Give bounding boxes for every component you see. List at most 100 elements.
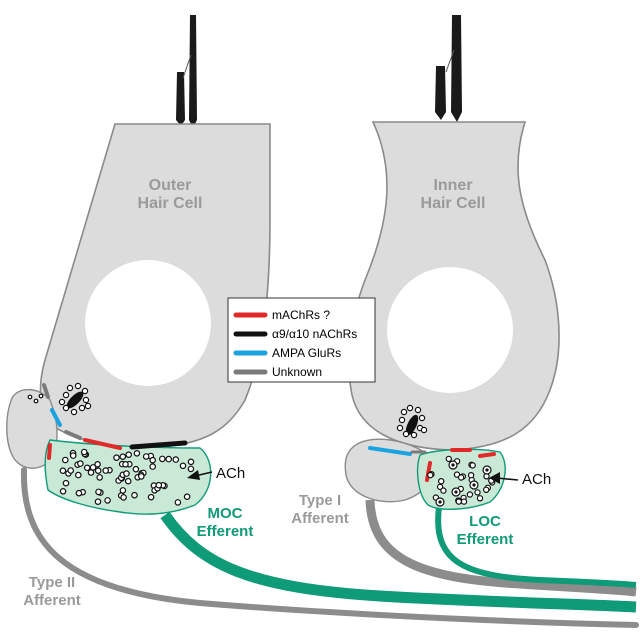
inner-hair-cell-label-line2: Hair Cell <box>421 195 486 212</box>
ihc-ribbon-vesicle <box>410 431 418 439</box>
loc-vesicle <box>457 474 465 481</box>
ohc-ribbon-vesicle <box>74 382 82 390</box>
ihc-ribbon-vesicle <box>406 404 414 412</box>
moc-vesicle <box>75 471 82 479</box>
moc-vesicle <box>89 464 97 471</box>
loc-dense-core-vesicle-core <box>438 500 442 504</box>
ihc-ribbon-vesicle <box>398 416 406 424</box>
moc-label-line2: Efferent <box>197 523 254 540</box>
moc-vesicle <box>75 489 83 497</box>
inner-hair-cell-label-line1: Inner <box>433 177 472 194</box>
loc-vesicle <box>476 495 484 502</box>
legend-label-1: α9/α10 nAChRs <box>272 327 357 341</box>
ihc-ribbon-vesicle <box>402 430 410 438</box>
legend-label-2: AMPA GluRs <box>272 346 341 360</box>
moc-vesicle <box>142 453 150 460</box>
afferent-vesicle <box>33 398 39 404</box>
moc-vesicle <box>119 453 127 461</box>
loc-vesicle <box>445 455 452 463</box>
moc-vesicle <box>172 456 180 463</box>
inner-hair-cell-stereocilia <box>435 15 462 122</box>
ihc-synaptic-ribbon <box>405 414 419 436</box>
moc-vesicle <box>187 458 195 466</box>
moc-vesicle <box>62 456 69 464</box>
ohc-ribbon-vesicle <box>58 398 66 406</box>
moc-vesicle <box>122 460 129 468</box>
ohc-ribbon-vesicle <box>82 396 90 404</box>
moc-vesicle <box>123 470 130 477</box>
vesicles <box>27 382 496 507</box>
moc-vesicle <box>183 493 191 501</box>
loc-vesicle <box>453 471 461 478</box>
type-i-afferent-fiber <box>365 499 637 597</box>
moc-vesicle <box>155 481 163 489</box>
ohc-ampa-marker <box>50 408 62 427</box>
outer-hair-cell-label-line2: Hair Cell <box>138 195 203 212</box>
moc-vesicle <box>94 467 102 475</box>
fibers <box>20 467 639 628</box>
moc-vesicle <box>174 499 182 506</box>
moc-vesicle <box>149 463 157 470</box>
loc-vesicle <box>438 478 445 485</box>
moc-vesicle <box>125 451 133 459</box>
moc-vesicle <box>67 467 75 474</box>
ach-arrow-right <box>489 472 519 484</box>
moc-vesicle <box>59 487 67 495</box>
moc-vesicle <box>113 454 120 462</box>
moc-vesicle <box>138 473 145 480</box>
loc-vesicle <box>483 486 490 493</box>
inner-hair-cell-nucleus <box>387 267 513 393</box>
ihc-ribbon-vesicle <box>418 414 426 422</box>
ihc-ampa-marker <box>368 446 412 456</box>
loc-dense-core-vesicle-core <box>451 463 455 467</box>
moc-vesicle <box>94 460 101 468</box>
moc-vesicle <box>131 491 138 499</box>
loc-efferent-fiber <box>435 499 637 588</box>
moc-vesicle <box>80 448 88 456</box>
outer-receptor-markers <box>42 383 188 460</box>
type-ii-afferent-fiber <box>20 467 639 628</box>
moc-vesicle <box>69 452 77 459</box>
ohc-ribbon-vesicle <box>62 404 70 412</box>
ohc-unknown-marker <box>42 383 50 399</box>
moc-vesicle <box>159 455 166 463</box>
moc-vesicle <box>62 479 70 487</box>
moc-vesicle <box>59 467 67 475</box>
loc-label-line2: Efferent <box>457 531 514 548</box>
outer-hair-cell-label-line1: Outer <box>149 177 192 194</box>
ach-label-right: ACh <box>522 471 551 488</box>
loc-dense-core-vesicle-core <box>454 490 458 494</box>
moc-vesicle <box>133 449 141 457</box>
moc-vesicle <box>83 464 91 472</box>
loc-vesicle <box>460 498 468 505</box>
loc-dense-core-vesicle-core <box>472 483 476 487</box>
moc-vesicle <box>120 494 127 501</box>
loc-vesicle <box>466 491 474 498</box>
moc-vesicle <box>119 487 127 494</box>
loc-vesicle <box>469 462 476 469</box>
outer-hair-cell-nucleus <box>85 260 211 386</box>
moc-vesicle <box>149 456 157 464</box>
ihc-ribbon-vesicle <box>400 408 408 416</box>
ohc-unknown-marker-2 <box>64 430 82 440</box>
legend-box <box>227 297 376 383</box>
ohc-ribbon-vesicle <box>84 402 92 410</box>
afferent-vesicle <box>38 393 44 399</box>
ihc-ribbon-vesicle <box>396 424 404 432</box>
legend-label-0: mAChRs ? <box>272 308 330 322</box>
afferent-vesicle <box>27 394 33 400</box>
moc-vesicle <box>132 465 140 473</box>
moc-vesicle <box>165 455 173 463</box>
ihc-ribbon-vesicle <box>414 406 422 414</box>
outer-hair-cell-stereocilia <box>176 15 197 128</box>
type-ii-label-line1: Type II <box>29 574 75 591</box>
loc-vesicle <box>455 498 462 505</box>
type-i-label-line1: Type I <box>299 492 341 509</box>
ohc-nachr-marker <box>129 440 188 450</box>
moc-vesicle <box>124 477 132 485</box>
ihc-ribbon-vesicle <box>420 426 428 434</box>
loc-dense-core-vesicle-core <box>485 468 489 472</box>
moc-efferent-terminal <box>44 439 212 515</box>
